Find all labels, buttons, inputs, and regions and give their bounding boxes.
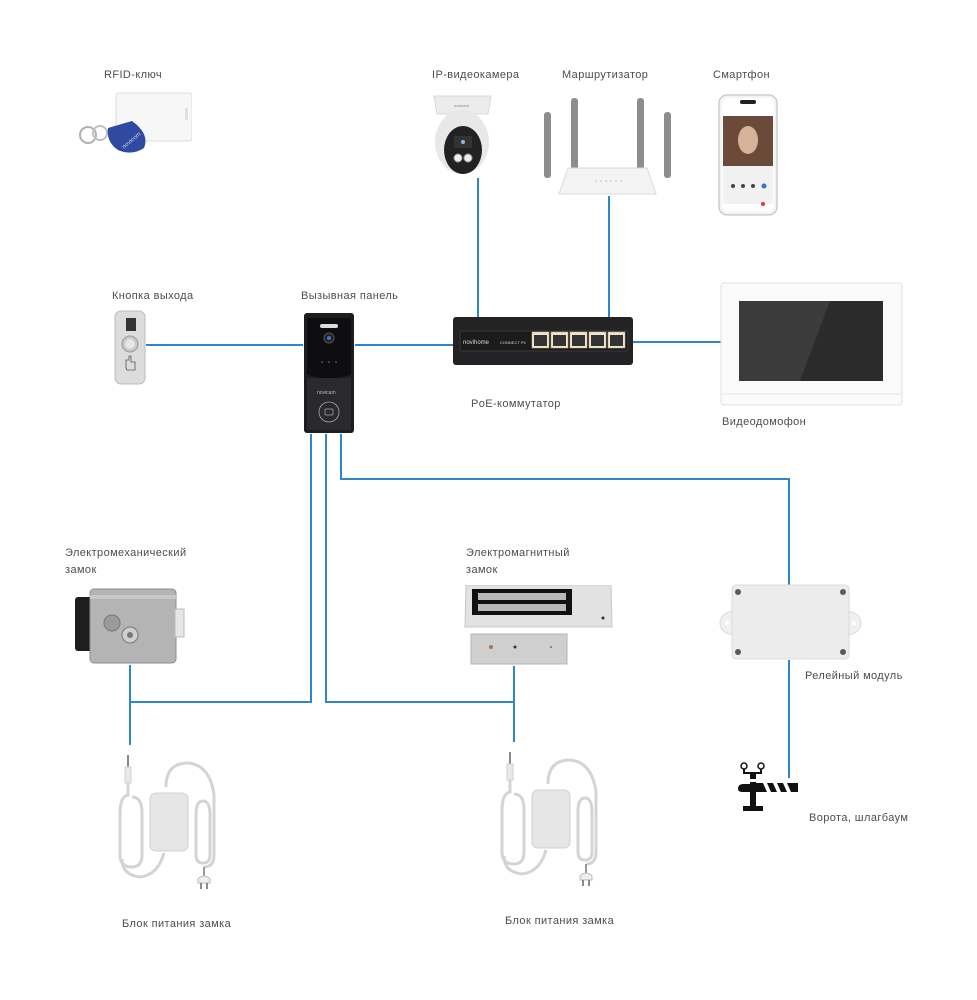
label-exit-button: Кнопка выхода: [112, 290, 194, 302]
label-mag-lock-line2: замок: [466, 564, 498, 576]
label-mag-lock-line1: Электромагнитный: [466, 547, 570, 559]
label-poe-switch: PoE-коммутатор: [471, 398, 561, 410]
label-gate: Ворота, шлагбаум: [809, 812, 909, 824]
wifi-router-icon: [540, 98, 675, 198]
switch-brand: novihome: [463, 340, 490, 346]
electromagnetic-lock-icon: [464, 584, 614, 670]
label-psu-1: Блок питания замка: [122, 918, 232, 930]
label-call-panel: Вызывная панель: [301, 290, 399, 302]
smartphone-icon: [718, 94, 778, 216]
poe-switch-icon: novihome CONNECT P4: [452, 315, 634, 367]
label-rfid: RFID-ключ: [104, 69, 163, 81]
label-em-lock-line2: замок: [65, 564, 97, 576]
label-monitor: Видеодомофон: [722, 416, 807, 428]
exit-button-icon: [114, 310, 146, 385]
power-supply-icon: [118, 755, 218, 890]
relay-module-icon: [718, 583, 863, 661]
call-panel-icon: novicam: [303, 312, 355, 434]
svg-text:novicam: novicam: [454, 103, 470, 108]
label-em-lock-line1: Электромеханический: [65, 547, 187, 559]
video-intercom-monitor-icon: [720, 282, 903, 408]
wire-call-panel-to-mag-lock: [325, 434, 514, 703]
wire-call-panel-to-em-lock: [130, 434, 312, 703]
label-smartphone: Смартфон: [713, 69, 770, 81]
switch-model: CONNECT P4: [500, 340, 526, 345]
label-relay: Релейный модуль: [805, 670, 903, 682]
power-supply-icon: [500, 752, 600, 887]
electromechanical-lock-icon: [75, 587, 185, 665]
label-camera: IP-видеокамера: [432, 69, 520, 81]
dome-camera-icon: novicam: [430, 92, 495, 177]
wire-call-panel-to-relay: [340, 434, 790, 585]
barrier-gate-icon: [735, 762, 801, 817]
label-router: Маршрутизатор: [562, 69, 649, 81]
svg-text:novicam: novicam: [317, 390, 336, 396]
rfid-card-keyfob-icon: novicom: [72, 90, 193, 155]
label-psu-2: Блок питания замка: [505, 915, 615, 927]
